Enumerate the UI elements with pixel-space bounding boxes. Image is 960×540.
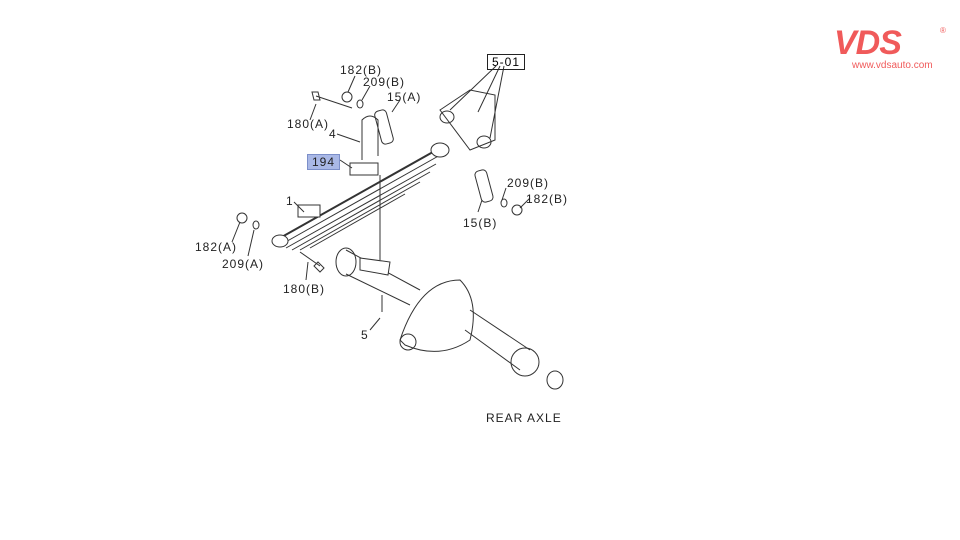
washer-209a: [252, 220, 260, 230]
rear-axle: [335, 247, 564, 390]
callout-182a: 182(A): [195, 240, 238, 254]
nut-182a: [236, 212, 248, 224]
callout-5: 5: [361, 328, 369, 342]
callout-209b-right: 209(B): [507, 176, 550, 190]
spring-pad: [349, 162, 379, 176]
callout-194-highlighted[interactable]: 194: [307, 154, 341, 170]
shackle-15b: [474, 169, 494, 203]
callout-4: 4: [329, 127, 337, 141]
nut-182b-right: [511, 204, 523, 216]
nut-182b: [341, 91, 353, 103]
bolt-180b: [299, 251, 325, 273]
logo-url: www.vdsauto.com: [852, 60, 933, 71]
callout-15a: 15(A): [387, 90, 422, 104]
rear-axle-label: REAR AXLE: [486, 411, 562, 425]
callout-180a: 180(A): [287, 117, 330, 131]
registered-mark: ®: [940, 26, 946, 35]
callout-209b: 209(B): [363, 75, 406, 89]
callout-15b: 15(B): [463, 216, 498, 230]
callout-209a: 209(A): [222, 257, 265, 271]
bolt-180a: [311, 91, 353, 109]
logo-mark: VDS: [834, 24, 902, 62]
washer-209b-right: [500, 198, 508, 208]
callout-180b: 180(B): [283, 282, 326, 296]
callout-5-01[interactable]: 5-01: [487, 54, 526, 70]
leaf-spring: [271, 142, 450, 251]
washer-209b: [356, 99, 364, 109]
callout-1: 1: [286, 194, 294, 208]
shackle-15a: [374, 109, 394, 145]
hanger-bracket: [439, 89, 496, 151]
callout-182b-right: 182(B): [526, 192, 569, 206]
u-bolt: [361, 115, 379, 160]
vds-logo: VDS ® www.vdsauto.com: [834, 24, 946, 72]
callout-182b: 182(B): [340, 63, 383, 77]
